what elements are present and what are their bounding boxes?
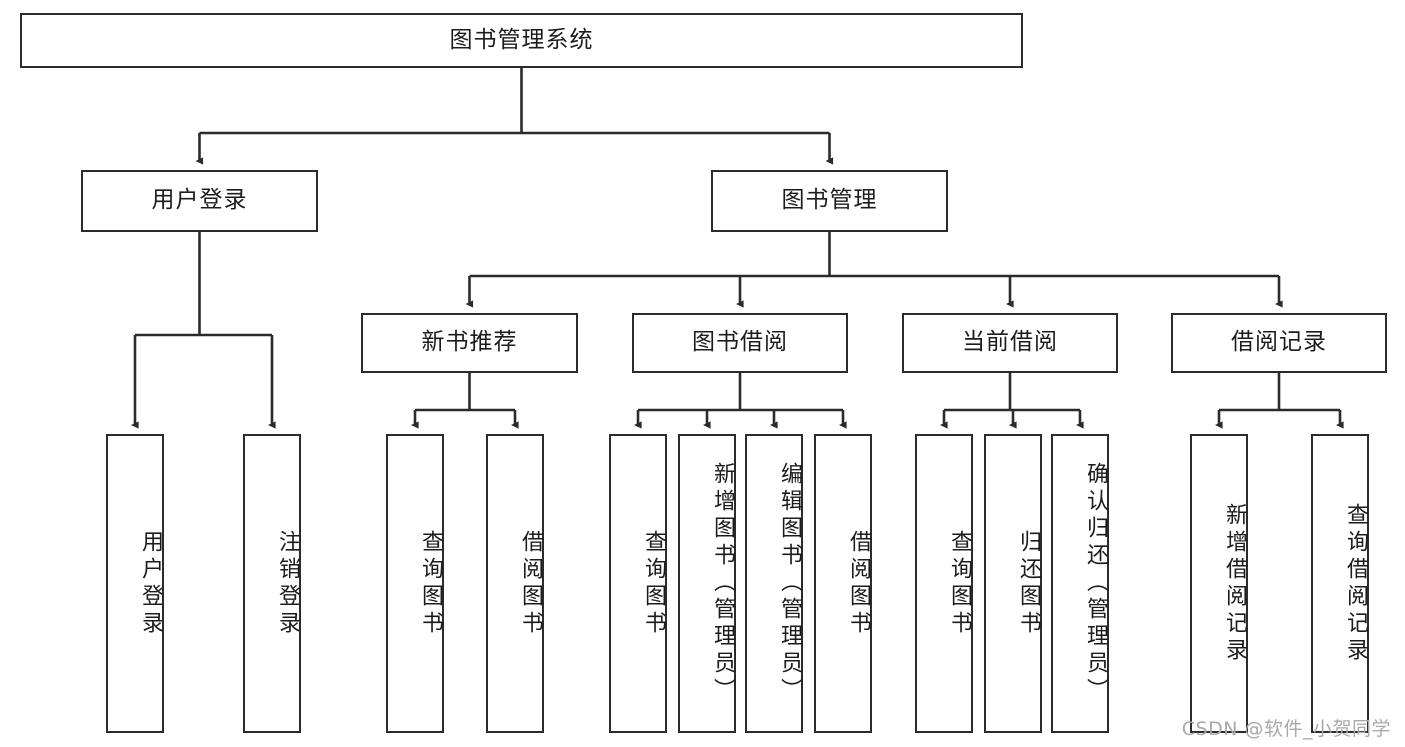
leaf-node[interactable]: 查询借阅记录 (1311, 434, 1369, 733)
csdn-watermark: CSDN @软件_小贺同学 (1181, 718, 1391, 740)
leaf-label: 用户登录 (138, 529, 163, 638)
node-current-borrow[interactable]: 当前借阅 (902, 313, 1118, 373)
leaf-node[interactable]: 查询图书 (915, 434, 973, 733)
leaf-node[interactable]: 编辑图书（管理员） (745, 434, 803, 733)
node-borrow-record[interactable]: 借阅记录 (1171, 313, 1387, 373)
leaf-label: 查询图书 (418, 529, 443, 638)
leaf-label: 确认归还（管理员） (1083, 462, 1108, 705)
leaf-label: 查询图书 (641, 529, 666, 638)
leaf-label: 编辑图书（管理员） (777, 462, 802, 705)
node-book-management[interactable]: 图书管理 (711, 170, 948, 232)
leaf-label: 注销登录 (275, 529, 300, 638)
leaf-label: 查询借阅记录 (1343, 502, 1368, 665)
leaf-node[interactable]: 归还图书 (984, 434, 1042, 733)
leaf-label: 借阅图书 (846, 529, 871, 638)
leaf-label: 新增借阅记录 (1222, 502, 1247, 665)
node-book-borrow[interactable]: 图书借阅 (632, 313, 848, 373)
node-root[interactable]: 图书管理系统 (20, 13, 1023, 68)
leaf-label: 归还图书 (1016, 529, 1041, 638)
leaf-node[interactable]: 新增图书（管理员） (678, 434, 736, 733)
leaf-node[interactable]: 新增借阅记录 (1190, 434, 1248, 733)
node-user-login[interactable]: 用户登录 (81, 170, 318, 232)
node-new-book-recommend[interactable]: 新书推荐 (361, 313, 578, 373)
leaf-label: 新增图书（管理员） (710, 462, 735, 705)
leaf-node[interactable]: 用户登录 (106, 434, 164, 733)
leaf-node[interactable]: 借阅图书 (486, 434, 544, 733)
leaf-node[interactable]: 注销登录 (243, 434, 301, 733)
leaf-node[interactable]: 查询图书 (386, 434, 444, 733)
leaf-label: 借阅图书 (518, 529, 543, 638)
leaf-node[interactable]: 借阅图书 (814, 434, 872, 733)
leaf-label: 查询图书 (947, 529, 972, 638)
leaf-node[interactable]: 查询图书 (609, 434, 667, 733)
leaf-node[interactable]: 确认归还（管理员） (1051, 434, 1109, 733)
